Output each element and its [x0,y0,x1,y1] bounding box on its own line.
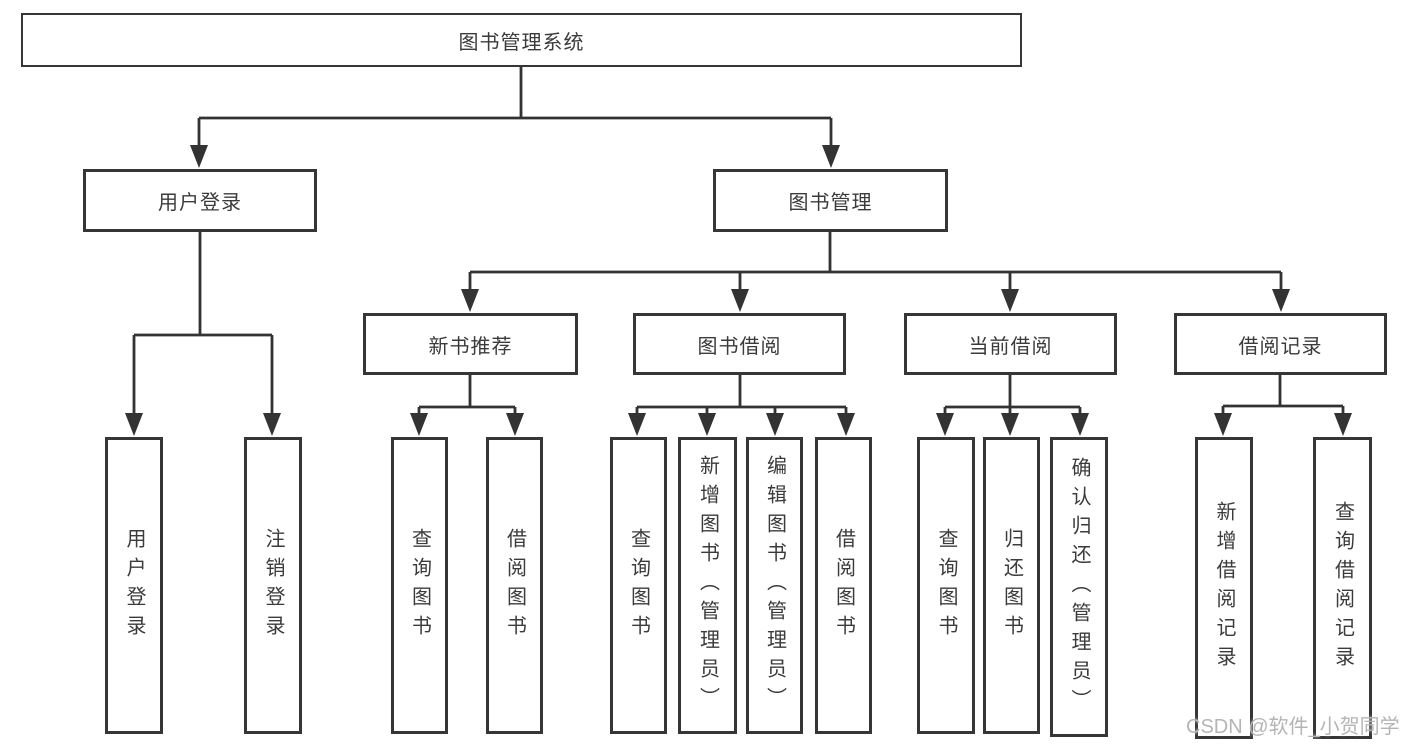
leaf-bb-add-book-admin: 新增图书（管理员） [678,437,737,734]
node-book-management: 图书管理 [713,169,948,232]
csdn-watermark: CSDN @软件_小贺同学 [1186,716,1400,738]
leaf-br-add-record: 新增借阅记录 [1195,437,1253,739]
leaf-cb-confirm-return-admin: 确认归还（管理员） [1050,437,1108,737]
leaf-logout: 注销登录 [244,437,302,734]
node-label: 确认归还（管理员） [1068,456,1090,718]
node-user-login: 用户登录 [83,169,317,232]
leaf-user-login: 用户登录 [105,437,163,734]
node-label: 查询图书 [408,527,431,644]
node-label: 查询借阅记录 [1331,501,1354,675]
node-label: 查询图书 [627,527,650,644]
node-label: 注销登录 [262,527,284,644]
node-label: 新增图书（管理员） [696,455,719,716]
node-book-borrow: 图书借阅 [633,313,846,375]
node-borrow-record: 借阅记录 [1174,313,1387,375]
leaf-bb-borrow-book: 借阅图书 [815,437,872,734]
node-label: 新增借阅记录 [1213,501,1235,675]
node-label: 查询图书 [935,527,957,644]
node-label: 用户登录 [158,192,242,214]
leaf-bb-query-book: 查询图书 [610,437,667,734]
node-label: 用户登录 [123,527,145,644]
leaf-bb-edit-book-admin: 编辑图书（管理员） [746,437,803,734]
leaf-nbr-query-book: 查询图书 [391,437,448,734]
node-label: 图书管理 [788,192,873,214]
leaf-cb-query-book: 查询图书 [917,437,975,734]
node-label: 归还图书 [1000,527,1023,644]
node-label: 借阅图书 [832,527,855,644]
leaf-nbr-borrow-book: 借阅图书 [486,437,543,734]
node-label: 图书管理系统 [458,31,585,54]
node-label: 图书借阅 [697,335,782,358]
node-label: 新书推荐 [428,335,513,358]
node-label: 借阅记录 [1238,335,1323,358]
node-library-management-system: 图书管理系统 [21,13,1022,67]
node-new-book-recommend: 新书推荐 [363,313,578,375]
node-label: 当前借阅 [968,335,1053,358]
node-label: 借阅图书 [503,527,526,644]
arrowheads [125,145,1352,436]
leaf-cb-return-book: 归还图书 [983,437,1040,734]
leaf-br-query-record: 查询借阅记录 [1313,437,1372,739]
node-label: 编辑图书（管理员） [763,455,786,716]
node-current-borrow: 当前借阅 [904,313,1117,375]
